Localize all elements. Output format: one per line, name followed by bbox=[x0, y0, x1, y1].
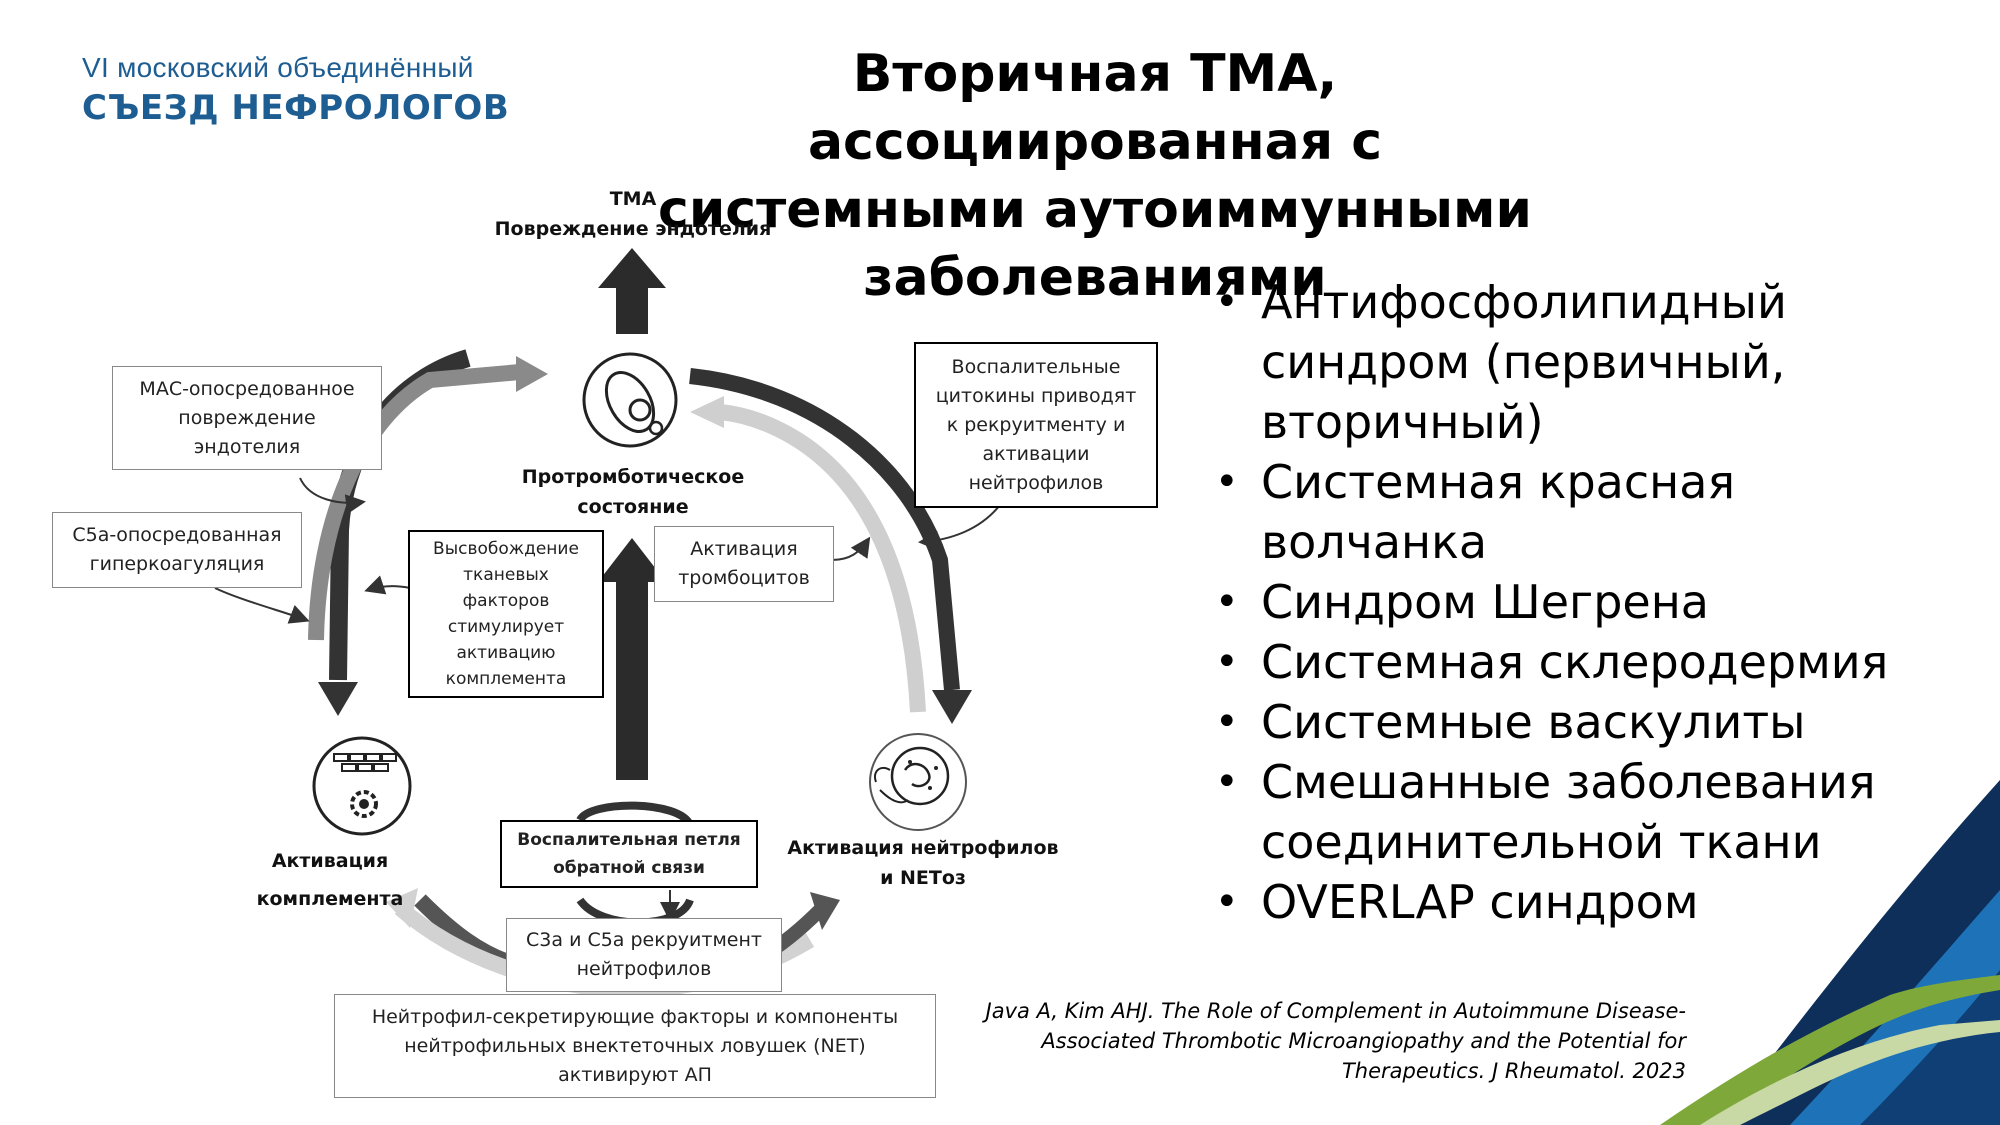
title-line: системными аутоиммунными bbox=[658, 180, 1532, 240]
neutrophil-activation-label: Активация нейтрофилов и NETоз bbox=[778, 833, 1068, 893]
c5a-box-line: гиперкоагуляция bbox=[89, 553, 265, 575]
cytokine-box: Воспалительные цитокины приводят к рекру… bbox=[914, 342, 1158, 508]
c3a-box-line: нейтрофилов bbox=[576, 958, 712, 980]
bullet-item: Смешанные заболевания соединительной тка… bbox=[1215, 752, 1975, 872]
platelet-box-line: тромбоцитов bbox=[678, 567, 810, 589]
cytokine-box-line: к рекруитменту и bbox=[946, 413, 1126, 436]
disease-bullet-list: Антифосфолипидный синдром (первичный, вт… bbox=[1215, 272, 1975, 932]
bullet-line: Системные васкулиты bbox=[1261, 695, 1806, 749]
blood-vessel-icon bbox=[582, 352, 678, 448]
net-box-line: активируют АП bbox=[558, 1063, 712, 1086]
mac-damage-box: МАС-опосредованное повреждение эндотелия bbox=[112, 366, 382, 470]
bullet-item: OVERLAP синдром bbox=[1215, 872, 1975, 932]
feedback-box-line: обратной связи bbox=[553, 858, 705, 878]
net-factors-box: Нейтрофил-секретирующие факторы и компон… bbox=[334, 994, 936, 1098]
cytokine-box-line: цитокины приводят bbox=[935, 384, 1137, 407]
citation-line: Associated Thrombotic Microangiopathy an… bbox=[1041, 1029, 1686, 1053]
c3a-recruitment-box: С3а и С5а рекруитмент нейтрофилов bbox=[506, 918, 782, 992]
cytokine-box-line: нейтрофилов bbox=[968, 471, 1104, 494]
mac-box-line: МАС-опосредованное bbox=[139, 377, 355, 400]
tissue-box-line: стимулирует bbox=[447, 617, 565, 637]
citation-line: Therapeutics. J Rheumatol. 2023 bbox=[1341, 1059, 1686, 1083]
bullet-line: вторичный) bbox=[1261, 395, 1544, 449]
tissue-box-line: факторов bbox=[462, 591, 550, 611]
platelet-box-line: Активация bbox=[690, 538, 798, 560]
feedback-box-line: Воспалительная петля bbox=[517, 830, 741, 850]
c3a-box-line: С3а и С5а рекруитмент bbox=[526, 929, 762, 951]
title-line: Вторичная ТМА, ассоциированная с bbox=[807, 44, 1383, 172]
connector-cytokine bbox=[918, 504, 1001, 551]
right-light-arc bbox=[719, 404, 926, 713]
c5a-hypercoagulation-box: С5а-опосредованная гиперкоагуляция bbox=[52, 512, 302, 588]
right-light-arrowhead bbox=[690, 396, 724, 428]
tma-label-line: ТМА bbox=[609, 188, 657, 210]
net-box-line: нейтрофильных внектеточных ловушек (NET) bbox=[404, 1034, 866, 1057]
citation: Java A, Kim AHJ. The Role of Complement … bbox=[900, 996, 1686, 1086]
cytokine-box-line: активации bbox=[982, 442, 1090, 465]
connector-platelet bbox=[831, 536, 871, 561]
left-dark-arrowhead bbox=[318, 682, 358, 716]
tma-up-arrow bbox=[598, 248, 666, 334]
connector-mac bbox=[299, 477, 366, 515]
neutrophil-cell-icon bbox=[869, 733, 967, 831]
bullet-item: Системная склеродермия bbox=[1215, 632, 1975, 692]
center-up-arrow bbox=[598, 538, 666, 780]
neutrophil-label-line: Активация нейтрофилов bbox=[787, 837, 1059, 859]
tma-label: ТМА Повреждение эндотелия bbox=[470, 184, 796, 244]
bullet-line: волчанка bbox=[1261, 515, 1488, 569]
bullet-line: синдром (первичный, bbox=[1261, 335, 1786, 389]
mac-box-line: эндотелия bbox=[193, 435, 301, 458]
c5a-box-line: С5а-опосредованная bbox=[72, 524, 282, 546]
right-dark-arrowhead bbox=[932, 690, 972, 724]
bottom-right-arrowhead bbox=[810, 892, 840, 930]
bullet-line: Антифосфолипидный bbox=[1261, 275, 1787, 329]
tissue-box-line: активацию bbox=[456, 643, 556, 663]
logo-line-1: VI московский объединённый bbox=[82, 52, 474, 83]
complement-label-line: комплемента bbox=[256, 888, 404, 910]
bullet-item: Синдром Шегрена bbox=[1215, 572, 1975, 632]
bullet-line: Системная склеродермия bbox=[1261, 635, 1889, 689]
bullet-line: Смешанные заболевания bbox=[1261, 755, 1876, 809]
prothrombotic-label-line: Протромботическое bbox=[521, 466, 745, 488]
tissue-box-line: комплемента bbox=[445, 669, 567, 689]
neutrophil-label-line: и NETоз bbox=[880, 867, 966, 889]
net-box-line: Нейтрофил-секретирующие факторы и компон… bbox=[371, 1005, 899, 1028]
bottom-left-arrowhead bbox=[386, 888, 418, 928]
bullet-line: Системная красная bbox=[1261, 455, 1736, 509]
bullet-item: Антифосфолипидный синдром (первичный, вт… bbox=[1215, 272, 1975, 452]
mac-box-line: повреждение bbox=[178, 406, 316, 429]
left-gray-arc bbox=[308, 364, 521, 641]
complement-gear-icon bbox=[312, 736, 412, 836]
slide-title: Вторичная ТМА, ассоциированная с системн… bbox=[600, 40, 1590, 312]
prothrombotic-label: Протромботическое состояние bbox=[508, 462, 758, 522]
bullet-line: соединительной ткани bbox=[1261, 815, 1822, 869]
bullet-line: OVERLAP синдром bbox=[1261, 875, 1699, 929]
bullet-item: Системная красная волчанка bbox=[1215, 452, 1975, 572]
logo-line-2: СЪЕЗД НЕФРОЛОГОВ bbox=[82, 88, 510, 128]
tissue-factor-box: Высвобождение тканевых факторов стимулир… bbox=[408, 530, 604, 698]
connector-c5a bbox=[214, 587, 310, 624]
connector-tissue bbox=[364, 575, 411, 595]
left-gray-arrowhead bbox=[516, 356, 548, 392]
bullet-line: Синдром Шегрена bbox=[1261, 575, 1709, 629]
citation-line: Java A, Kim AHJ. The Role of Complement … bbox=[985, 999, 1686, 1023]
tissue-box-line: Высвобождение bbox=[433, 539, 579, 559]
complement-activation-label: Активация комплемента bbox=[230, 842, 430, 918]
tissue-box-line: тканевых bbox=[463, 565, 549, 585]
tma-label-line: Повреждение эндотелия bbox=[494, 218, 772, 240]
prothrombotic-label-line: состояние bbox=[577, 496, 689, 518]
cytokine-box-line: Воспалительные bbox=[951, 355, 1121, 378]
complement-label-line: Активация bbox=[271, 850, 389, 872]
feedback-loop-box: Воспалительная петля обратной связи bbox=[500, 820, 758, 888]
platelet-activation-box: Активация тромбоцитов bbox=[654, 526, 834, 602]
bullet-item: Системные васкулиты bbox=[1215, 692, 1975, 752]
